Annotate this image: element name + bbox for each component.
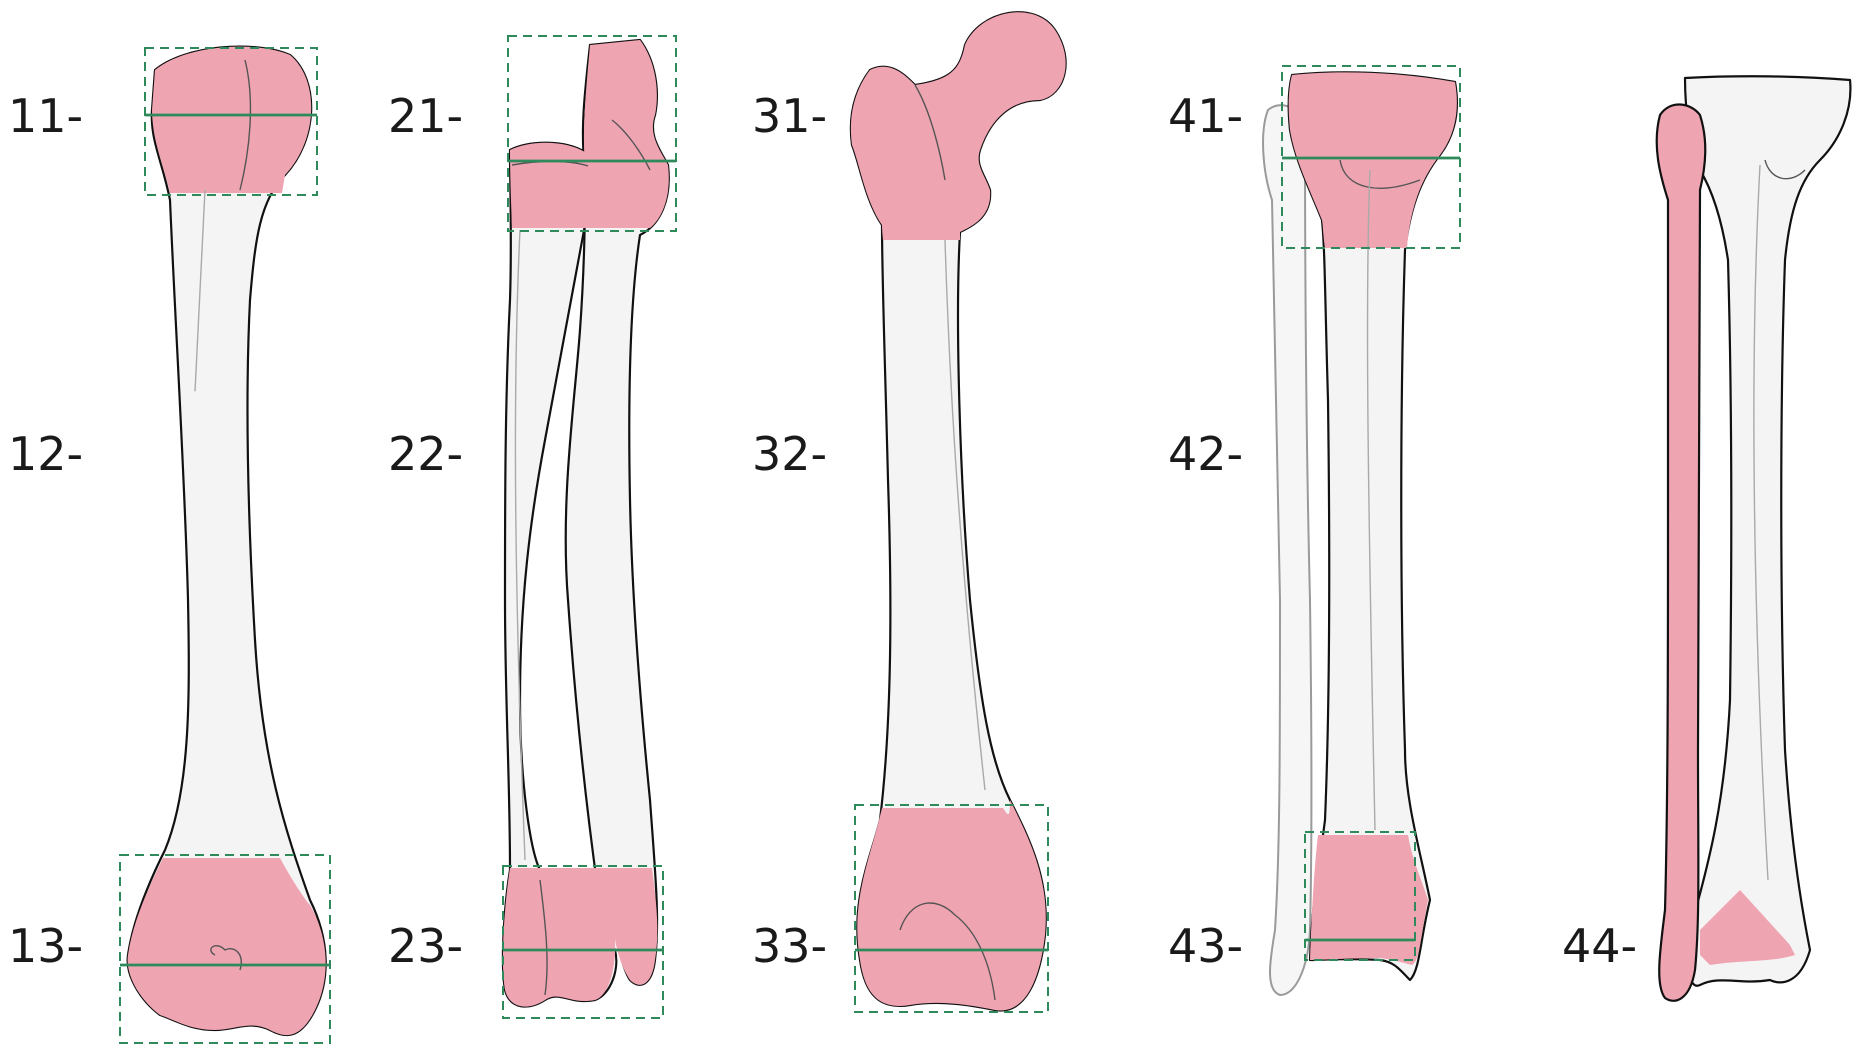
femur-distal-segment (857, 800, 1045, 1010)
label-23: 23- (388, 919, 463, 973)
forearm-group (503, 36, 676, 1018)
label-44: 44- (1562, 919, 1637, 973)
label-32: 32- (752, 427, 827, 481)
label-31: 31- (752, 89, 827, 143)
label-12: 12- (8, 427, 83, 481)
label-42: 42- (1168, 427, 1243, 481)
label-11: 11- (8, 89, 83, 143)
label-22: 22- (388, 427, 463, 481)
fibula-a-bone (1263, 105, 1311, 995)
tibia-a-distal-segment (1310, 835, 1428, 965)
tibia-fibula-b-group (1657, 76, 1851, 1001)
humerus-proximal-segment (152, 47, 311, 193)
forearm-proximal-segment (510, 40, 669, 228)
label-43: 43- (1168, 919, 1243, 973)
femur-proximal-segment (851, 12, 1066, 240)
label-21: 21- (388, 89, 463, 143)
label-13: 13- (8, 919, 83, 973)
label-33: 33- (752, 919, 827, 973)
tibia-b-bone (1685, 76, 1850, 985)
femur-group (851, 12, 1066, 1012)
tibia-a-proximal-segment (1289, 72, 1457, 248)
fibula-b-bone (1657, 104, 1706, 1000)
label-41: 41- (1168, 89, 1243, 143)
forearm-distal-segment (503, 868, 657, 1007)
humerus-group (120, 47, 330, 1043)
tibia-fibula-a-group (1263, 66, 1460, 995)
